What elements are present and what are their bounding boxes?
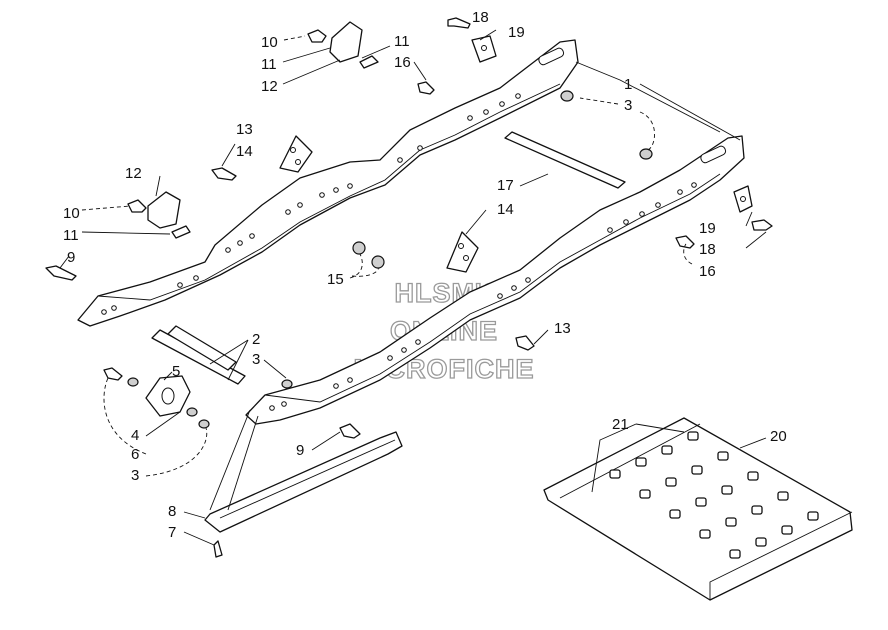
bolts [45, 17, 773, 439]
spacer-3-upper [560, 90, 574, 102]
callout-10: 10 [261, 34, 278, 51]
callout-18: 18 [472, 9, 489, 26]
callout-19: 19 [699, 220, 716, 237]
shock-mount-12-left [147, 191, 181, 229]
spacer-15-b [371, 255, 385, 269]
hardware [127, 21, 753, 558]
callout-16: 16 [699, 263, 716, 280]
callout-12: 12 [125, 165, 142, 182]
mount-plate-14-upper [279, 135, 313, 173]
callout-13: 13 [236, 121, 253, 138]
callout-19: 19 [508, 24, 525, 41]
callout-14: 14 [236, 143, 253, 160]
cross-shaft-17 [504, 131, 626, 189]
callout-4: 4 [131, 427, 139, 444]
spacer-3-lower [281, 379, 293, 389]
left-skid-rail [77, 39, 579, 327]
right-rail-holes [269, 182, 697, 411]
mount-plate-14-lower [446, 231, 479, 273]
callout-14: 14 [497, 201, 514, 218]
cross-shafts [151, 131, 626, 385]
bolt-9-front [339, 423, 361, 439]
callout-9: 9 [67, 249, 75, 266]
bolt-18-upper [447, 17, 471, 29]
callout-15: 15 [327, 271, 344, 288]
callout-6: 6 [131, 446, 139, 463]
right-skid-rail [245, 135, 745, 425]
track-section [543, 417, 853, 601]
bolt-16-upper [417, 81, 435, 95]
spacer-15-a [352, 241, 366, 255]
spacer-3-right [639, 148, 653, 160]
callout-11: 11 [63, 227, 79, 244]
left-rail-holes [101, 93, 521, 315]
callout-12: 12 [261, 78, 278, 95]
wear-strip-8 [204, 431, 403, 533]
bolt-10-left [127, 199, 147, 213]
callout-3: 3 [252, 351, 260, 368]
callout-17: 17 [497, 177, 514, 194]
callout-1: 1 [624, 76, 632, 93]
pin-11-upper [359, 55, 379, 69]
callout-18: 18 [699, 241, 716, 258]
callout-21: 21 [612, 416, 629, 433]
bolt-16-right [675, 235, 695, 249]
callout-5: 5 [172, 363, 180, 380]
callout-10: 10 [63, 205, 80, 222]
cross-shaft-2 [151, 329, 246, 385]
rivet-7 [213, 540, 223, 558]
leader-lines [59, 29, 767, 546]
callout-9: 9 [296, 442, 304, 459]
pin-11-left [171, 225, 191, 239]
nut-3 [198, 419, 210, 429]
callout-3: 3 [131, 467, 139, 484]
callout-20: 20 [770, 428, 787, 445]
washer-6 [127, 377, 139, 387]
track-clips [609, 431, 819, 559]
bolt-10-upper [307, 29, 327, 43]
bolt-13-upper [211, 167, 237, 181]
bolt-18-right [751, 219, 773, 231]
callout-8: 8 [168, 503, 176, 520]
callout-16: 16 [394, 54, 411, 71]
callout-7: 7 [168, 524, 176, 541]
callout-labels: 10 11 12 11 16 18 19 1 3 13 14 12 10 11 … [63, 9, 787, 541]
shock-mount-12-upper [329, 21, 363, 63]
callout-13: 13 [554, 320, 571, 337]
callout-11: 11 [394, 33, 410, 50]
callout-3: 3 [624, 97, 632, 114]
bolt-9-rear [45, 265, 77, 281]
callout-11: 11 [261, 56, 277, 73]
washer-4 [186, 407, 198, 417]
bolt-13-lower [515, 335, 535, 351]
bolt-6 [103, 367, 123, 381]
callout-2: 2 [252, 331, 260, 348]
